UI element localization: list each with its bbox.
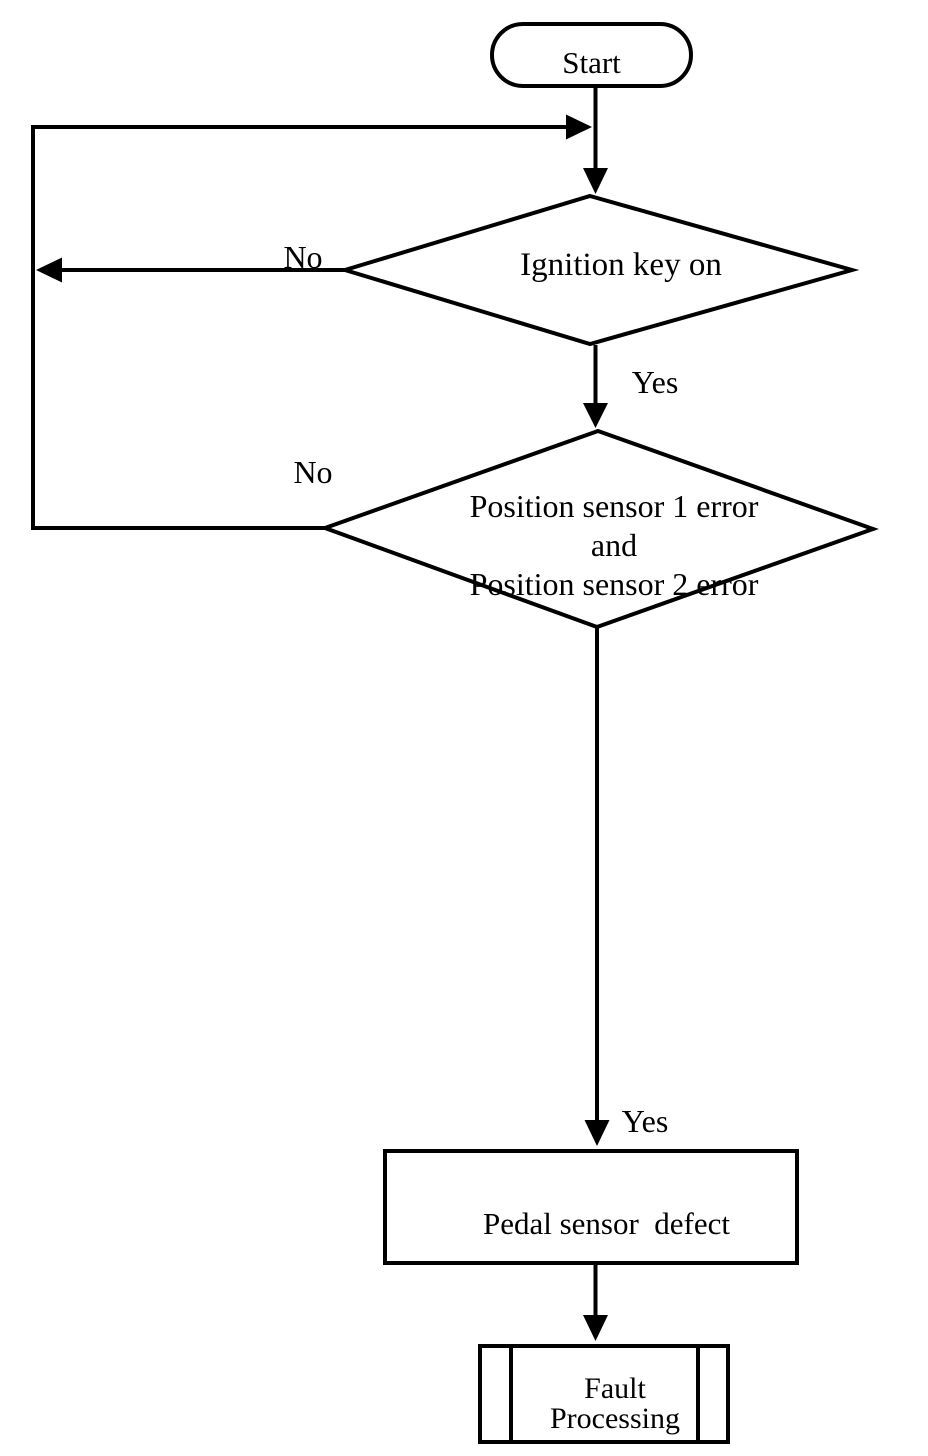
edge-ignition-no: [36, 257, 345, 283]
predefined-process-right-bar: [696, 1348, 700, 1440]
node-start-label: Start: [562, 45, 621, 80]
edge-start-to-ignition: [583, 88, 608, 194]
node-pedal-defect: Pedal sensor defect: [383, 1149, 799, 1265]
decision-sensor-shape: [319, 428, 879, 630]
decision-ignition-shape: [338, 193, 860, 347]
fault-processing-line-2: Processing: [550, 1402, 680, 1435]
edge-label-sensor-no: No: [293, 454, 333, 490]
edge-ignition-yes: [583, 345, 608, 428]
node-sensor-decision-label: Position sensor 1 error and Position sen…: [336, 487, 892, 604]
node-pedal-defect-label: Pedal sensor defect: [482, 1206, 731, 1241]
node-ignition-decision-label: Ignition key on: [520, 247, 722, 283]
sensor-decision-line-2: and: [590, 527, 638, 563]
edge-label-ignition-no: No: [283, 239, 323, 275]
edge-pedal-to-fault: [583, 1264, 608, 1341]
edge-no-loop-back: [31, 114, 592, 530]
node-fault-processing: Fault Processing: [478, 1344, 730, 1444]
edge-sensor-yes: [584, 628, 610, 1146]
edge-label-ignition-yes: Yes: [631, 364, 679, 400]
edge-label-sensor-yes: Yes: [621, 1103, 669, 1139]
sensor-decision-line-1: Position sensor 1 error: [469, 488, 759, 524]
sensor-decision-line-3: Position sensor 2 error: [469, 566, 759, 602]
predefined-process-left-bar: [509, 1348, 513, 1440]
fault-processing-line-1: Fault: [584, 1372, 646, 1405]
node-start: Start: [490, 22, 693, 88]
